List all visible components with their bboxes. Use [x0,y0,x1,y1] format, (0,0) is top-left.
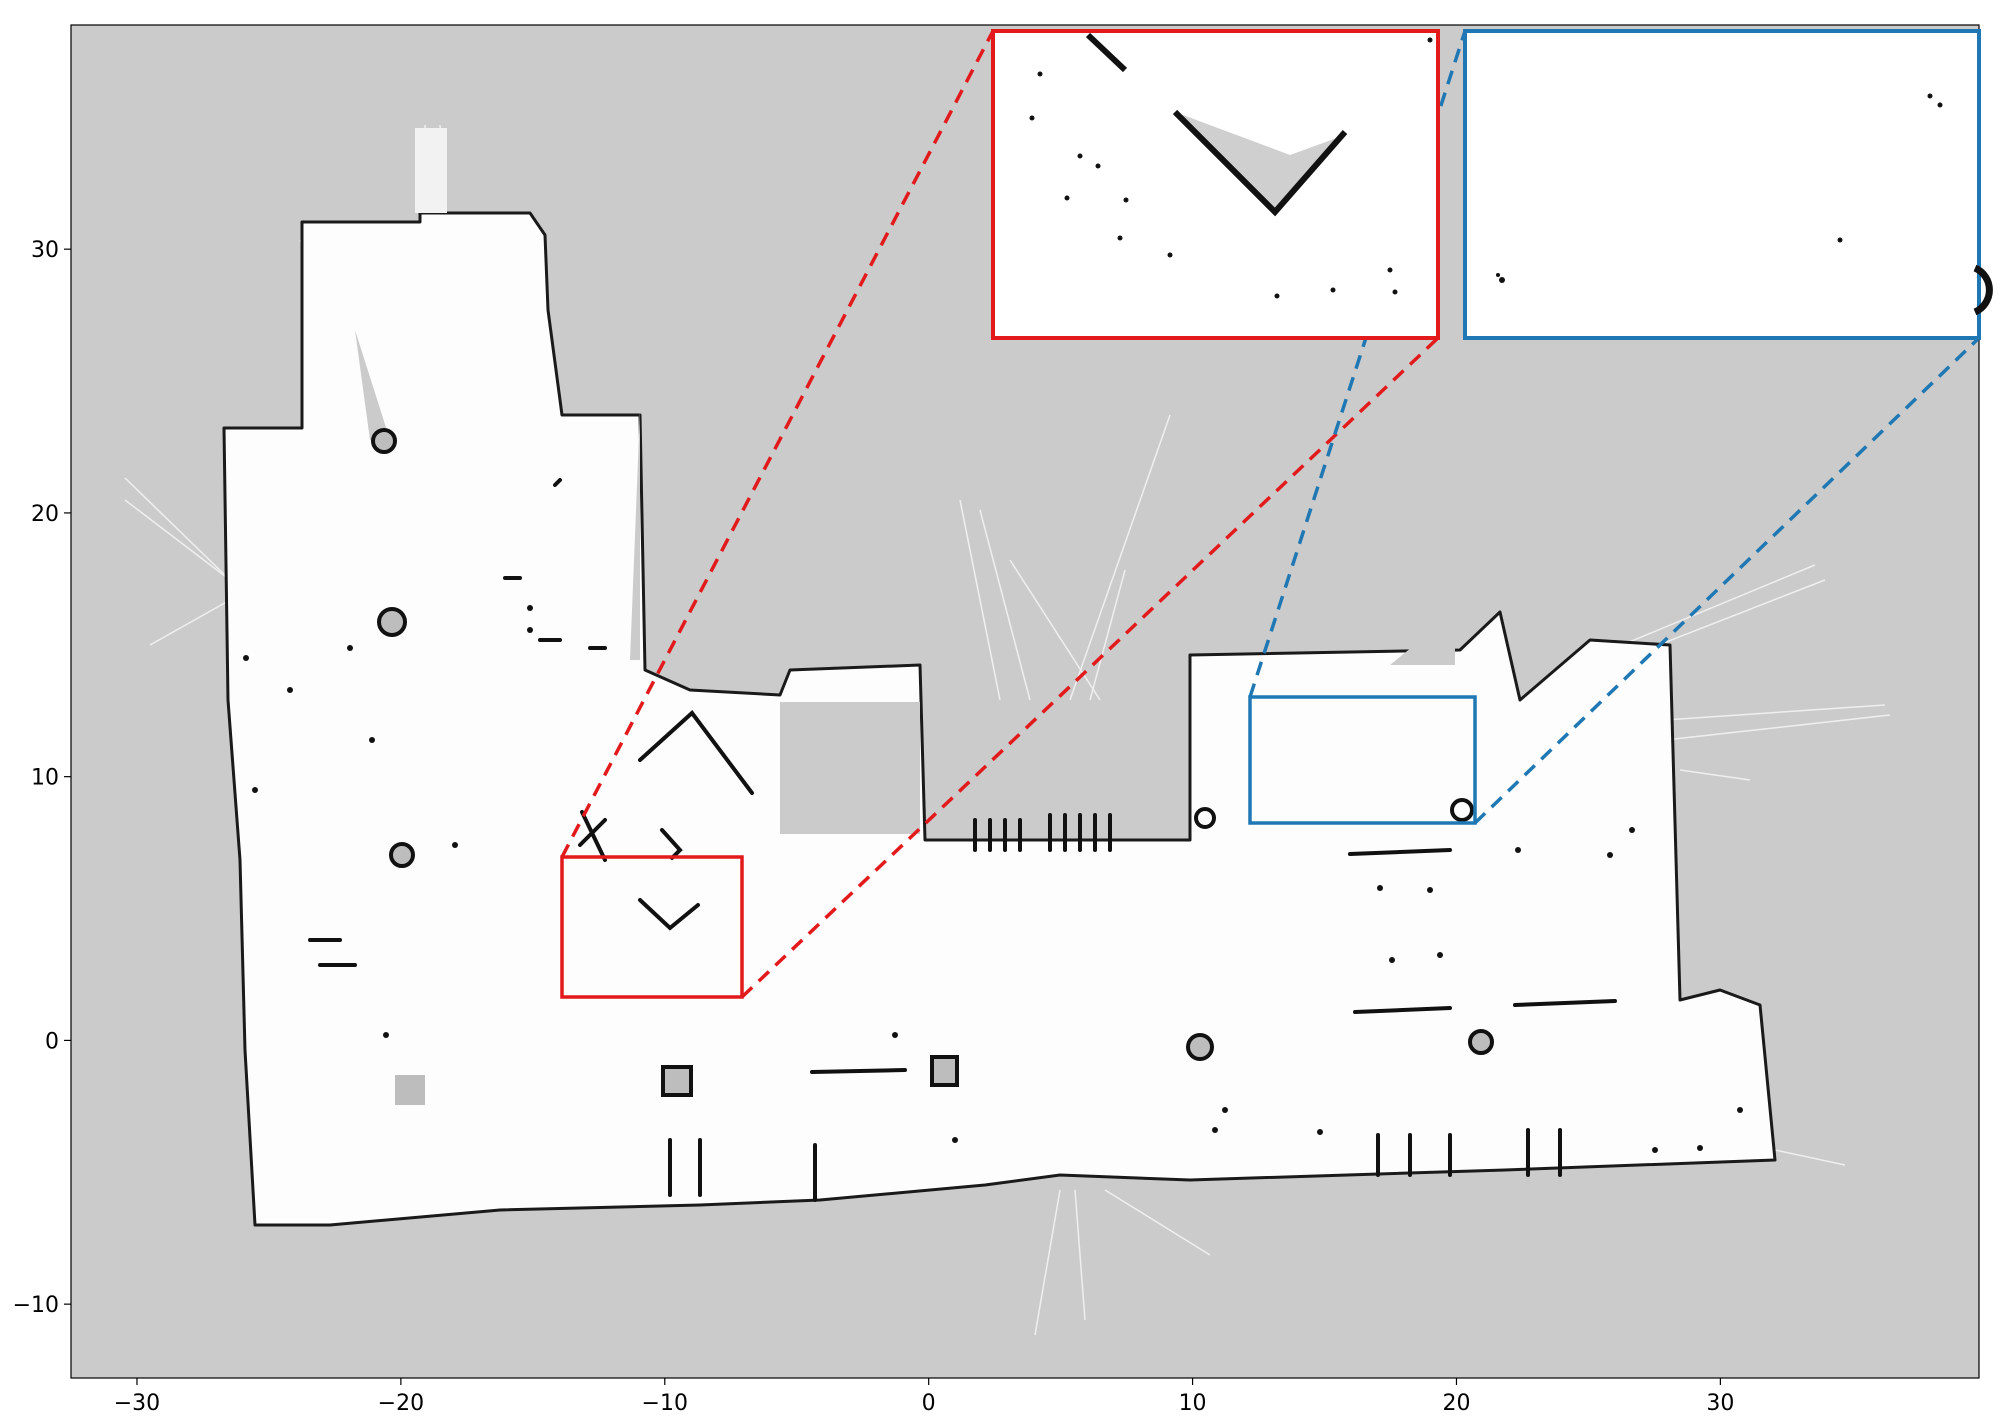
x-tick-label: 10 [1179,1391,1207,1416]
blue-zoom-inset [1463,29,1993,340]
y-tick-label: −10 [13,1293,59,1318]
x-tick-label: −30 [114,1391,160,1416]
x-tick-label: 0 [922,1391,936,1416]
y-tick-label: 20 [31,502,59,527]
y-tick-label: 0 [45,1029,59,1054]
unknown-patches [355,330,1455,834]
blue-zoom-region [1248,695,1477,825]
tower-top [415,128,447,213]
x-tick-label: −20 [378,1391,424,1416]
x-tick-label: −10 [642,1391,688,1416]
obstacle-dots [243,605,1743,1153]
y-axis: 30 20 10 0 −10 [13,238,71,1318]
blue-connector-bottom [1473,336,1979,825]
x-tick-label: 20 [1442,1391,1470,1416]
x-tick-label: 30 [1706,1391,1734,1416]
y-tick-label: 30 [31,238,59,263]
free-space [222,211,1777,1227]
red-zoom-region [560,855,744,999]
y-tick-label: 10 [31,766,59,791]
x-axis: −30 −20 −10 0 10 20 30 [114,1378,1734,1416]
obstacles [308,428,1617,1202]
red-zoom-inset [991,29,1440,340]
gray-obstacles [374,431,1492,1105]
map-drawing [124,30,1979,1336]
red-connector-top [560,30,995,858]
